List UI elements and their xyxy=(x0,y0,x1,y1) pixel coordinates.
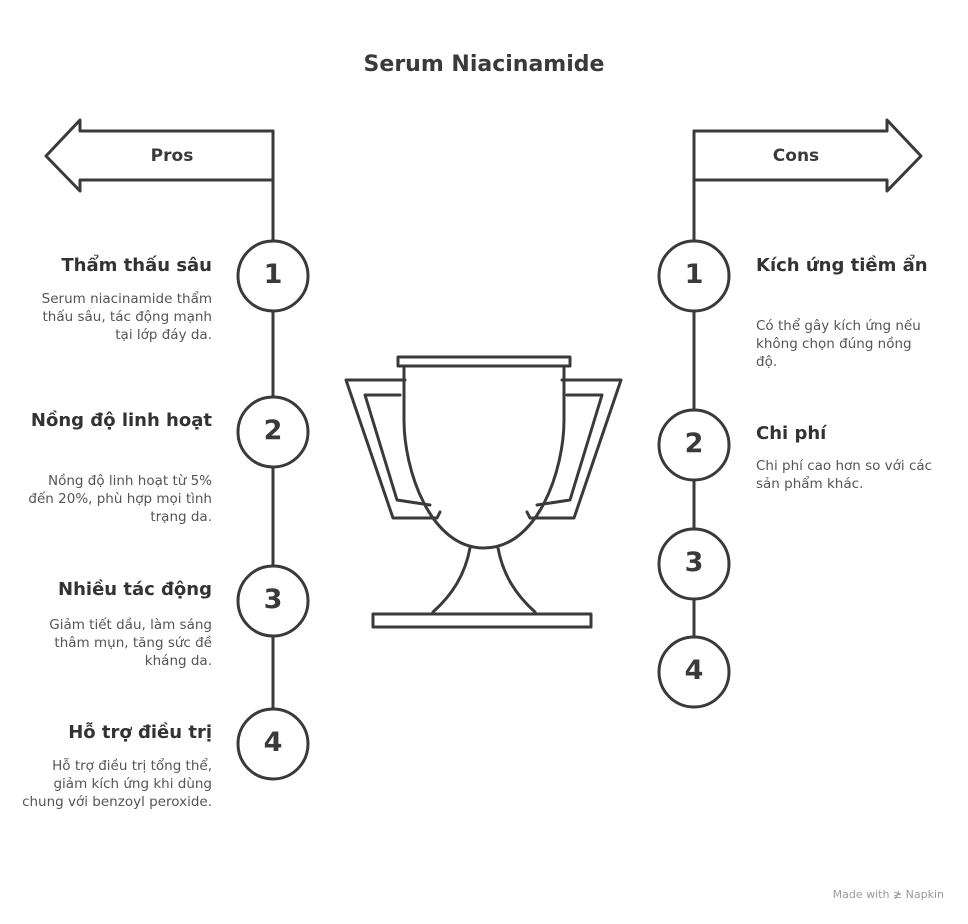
pros-label: Pros xyxy=(150,146,194,166)
pros-circle-1 xyxy=(236,239,310,313)
pros-circle-4 xyxy=(236,707,310,781)
trophy-icon xyxy=(344,355,623,629)
cons-circle-2 xyxy=(657,408,731,482)
pros-arrow xyxy=(44,118,275,193)
page-title: Serum Niacinamide xyxy=(363,52,605,77)
pros-item-3-title: Nhiều tác động xyxy=(58,579,212,600)
pros-circle-2 xyxy=(236,395,310,469)
cons-circle-4 xyxy=(657,635,731,709)
cons-item-2-desc: Chi phí cao hơn so với các sản phẩm khác… xyxy=(756,458,933,492)
pros-item-4-desc: Hỗ trợ điều trị tổng thể, giảm kích ứng … xyxy=(22,758,212,810)
pros-number-3: 3 xyxy=(263,584,283,615)
cons-arrow xyxy=(692,118,923,193)
pros-item-2-title: Nồng độ linh hoạt xyxy=(30,410,212,431)
pros-number-1: 1 xyxy=(263,259,283,290)
cons-number-3: 3 xyxy=(684,547,704,578)
napkin-watermark: Made with ≱ Napkin xyxy=(832,888,944,901)
cons-number-4: 4 xyxy=(684,655,704,686)
pros-item-3-desc: Giảm tiết dầu, làm sáng thâm mụn, tăng s… xyxy=(49,617,212,669)
cons-item-1-desc: Có thể gây kích ứng nếu không chọn đúng … xyxy=(756,318,921,370)
cons-circle-1 xyxy=(657,239,731,313)
pros-item-1-title: Thẩm thấu sâu xyxy=(61,255,212,276)
cons-circle-3 xyxy=(657,527,731,601)
cons-item-1-title: Kích ứng tiềm ẩn xyxy=(756,255,928,276)
pros-number-2: 2 xyxy=(263,415,283,446)
pros-number-4: 4 xyxy=(263,727,283,758)
cons-number-1: 1 xyxy=(684,259,704,290)
cons-item-2-title: Chi phí xyxy=(756,423,827,444)
pros-item-4-title: Hỗ trợ điều trị xyxy=(68,722,212,743)
pros-item-1-desc: Serum niacinamide thẩm thấu sâu, tác độn… xyxy=(41,291,212,343)
pros-circle-3 xyxy=(236,564,310,638)
cons-label: Cons xyxy=(772,146,820,166)
pros-item-2-desc: Nồng độ linh hoạt từ 5% đến 20%, phù hợp… xyxy=(28,473,212,525)
cons-number-2: 2 xyxy=(684,428,704,459)
